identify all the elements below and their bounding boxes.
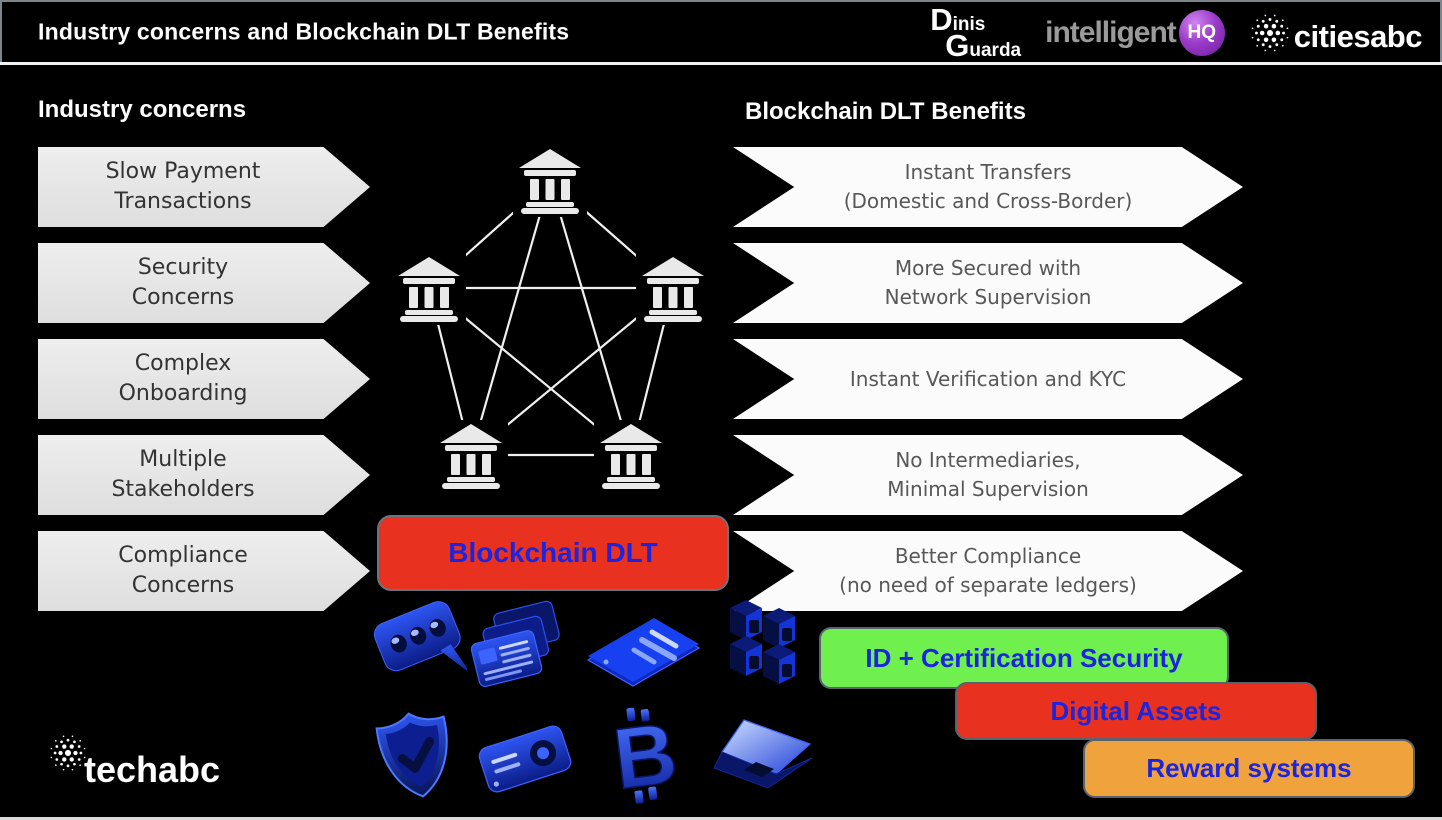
benefit-arrow-better-compliance: Better Compliance (no need of separate l… — [733, 531, 1243, 611]
concern-arrow-stakeholders: Multiple Stakeholders — [38, 435, 370, 515]
logo-row: Dinis Guarda intelligent HQ citiesabc — [930, 2, 1422, 64]
intelligenthq-text: intelligent — [1045, 16, 1177, 49]
tag-reward-systems: Reward systems — [1083, 739, 1415, 798]
concern-arrow-security: Security Concerns — [38, 243, 370, 323]
concern-line: Multiple — [139, 447, 227, 473]
benefit-line: Better Compliance — [894, 544, 1082, 568]
benefit-line: Instant Transfers — [904, 160, 1072, 184]
tag-label: Reward systems — [1146, 753, 1352, 783]
benefit-line: (no need of separate ledgers) — [839, 573, 1137, 597]
concern-line: Slow Payment — [105, 159, 261, 185]
bank-network-diagram — [392, 145, 710, 492]
concern-line: Transactions — [114, 189, 252, 214]
techabc-burst-icon — [50, 735, 86, 771]
blockchain-cubes-icon — [730, 600, 795, 684]
bitcoin-icon: B — [608, 704, 680, 806]
dinis-initial: D — [930, 2, 953, 38]
tag-digital-assets: Digital Assets — [955, 682, 1317, 740]
dinis-rest: inis — [952, 14, 986, 36]
header-separator — [0, 62, 1442, 65]
intelligenthq-logo: intelligent HQ — [1045, 10, 1225, 56]
concern-line: Complex — [134, 351, 232, 377]
techabc-logo: techabc — [48, 733, 288, 805]
concern-line: Stakeholders — [111, 477, 255, 502]
card-reader-icon — [478, 725, 572, 793]
right-column-heading: Blockchain DLT Benefits — [745, 98, 1026, 125]
tag-id-certification-security: ID + Certification Security — [819, 627, 1229, 689]
id-cards-stack-icon — [470, 600, 560, 687]
benefit-arrow-verification-kyc: Instant Verification and KYC — [733, 339, 1243, 419]
benefit-line: No Intermediaries, — [895, 448, 1081, 472]
dinis-guarda-line1: Dinis — [930, 4, 1021, 36]
slide-title: Industry concerns and Blockchain DLT Ben… — [38, 18, 570, 45]
concern-arrow-onboarding: Complex Onboarding — [38, 339, 370, 419]
guarda-rest: uarda — [969, 40, 1022, 61]
benefit-line: Instant Verification and KYC — [849, 366, 1127, 391]
concern-line: Concerns — [131, 285, 235, 310]
benefit-line: More Secured with — [894, 256, 1082, 280]
svg-text:B: B — [609, 705, 680, 806]
concern-arrow-slow-payments: Slow Payment Transactions — [38, 147, 370, 227]
tag-label: ID + Certification Security — [865, 642, 1183, 673]
guarda-initial: G — [945, 28, 970, 63]
blockchain-dlt-label: Blockchain DLT — [448, 537, 658, 568]
concern-line: Onboarding — [118, 381, 248, 406]
left-column-heading: Industry concerns — [38, 96, 247, 123]
citiesabc-logo: citiesabc — [1249, 11, 1423, 55]
intelligenthq-hq-badge: HQ — [1178, 10, 1225, 56]
header-bar: Industry concerns and Blockchain DLT Ben… — [0, 0, 1442, 62]
shield-check-icon — [375, 712, 448, 798]
concern-line: Security — [137, 255, 229, 281]
benefit-line: Network Supervision — [884, 285, 1092, 309]
benefit-arrow-instant-transfers: Instant Transfers (Domestic and Cross-Bo… — [733, 147, 1243, 227]
blockchain-dlt-box: Blockchain DLT — [377, 515, 729, 591]
benefit-arrow-more-secured: More Secured with Network Supervision — [733, 243, 1243, 323]
concern-arrow-compliance: Compliance Concerns — [38, 531, 370, 611]
dinis-guarda-line2: Guarda — [945, 30, 1022, 61]
techabc-text: techabc — [84, 749, 221, 790]
benefit-line: (Domestic and Cross-Border) — [843, 189, 1133, 213]
document-tablet-icon — [586, 618, 701, 687]
benefit-line: Minimal Supervision — [887, 477, 1089, 501]
dinis-guarda-logo: Dinis Guarda — [930, 4, 1022, 61]
citiesabc-text: citiesabc — [1293, 19, 1423, 54]
concern-line: Concerns — [131, 573, 235, 598]
tag-label: Digital Assets — [1050, 695, 1222, 726]
concern-line: Compliance — [118, 543, 248, 569]
citiesabc-globe-icon — [1251, 14, 1289, 52]
bottom-border-line — [0, 817, 1442, 820]
laptop-icon — [713, 719, 813, 789]
chat-bubbles-icon — [373, 601, 467, 675]
benefit-arrow-no-intermediaries: No Intermediaries, Minimal Supervision — [733, 435, 1243, 515]
bank-nodes — [392, 145, 710, 492]
